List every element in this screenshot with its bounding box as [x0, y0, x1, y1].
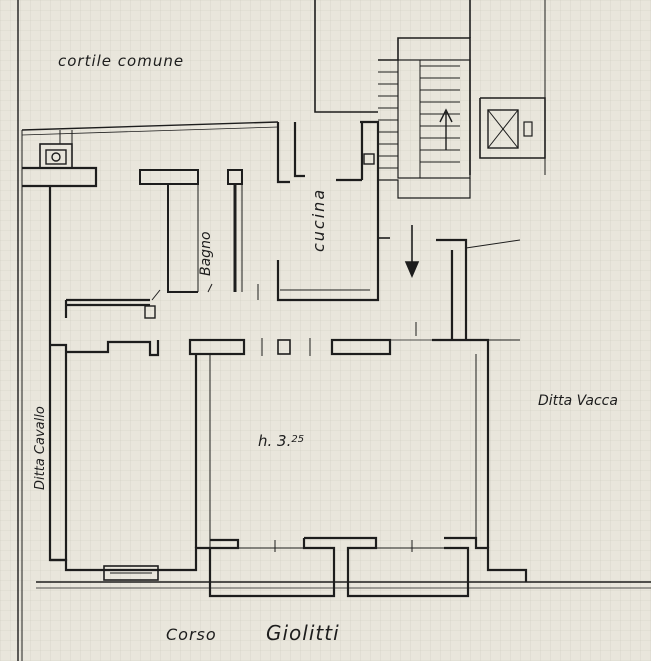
meter-box-icon: [45, 149, 67, 165]
kitchen-walls: [276, 120, 390, 302]
door-marks: [257, 284, 417, 552]
street-label-word1: Corso: [166, 625, 217, 644]
entry-arrow-icon: [404, 225, 420, 279]
lift-cross-icon: [479, 0, 546, 175]
stairwell: [314, 0, 471, 199]
stair-arrow-icon: [439, 108, 453, 150]
bathroom-label: Bagno: [198, 231, 214, 276]
street-label-word2: Giolitti: [266, 621, 340, 645]
kitchen-label: cucina: [309, 188, 328, 252]
bathroom-walls: [139, 169, 243, 301]
main-walls: [22, 130, 528, 598]
ceiling-height-sup: 25: [291, 434, 304, 445]
right-neighbor-label: Ditta Vacca: [538, 393, 618, 409]
frame-lines: [17, 0, 651, 661]
courtyard-label: cortile comune: [58, 52, 184, 70]
ceiling-height-label: h. 3.25: [258, 432, 304, 450]
ceiling-height-main: h. 3.: [258, 432, 291, 450]
left-neighbor-label: Ditta Cavallo: [33, 406, 48, 490]
